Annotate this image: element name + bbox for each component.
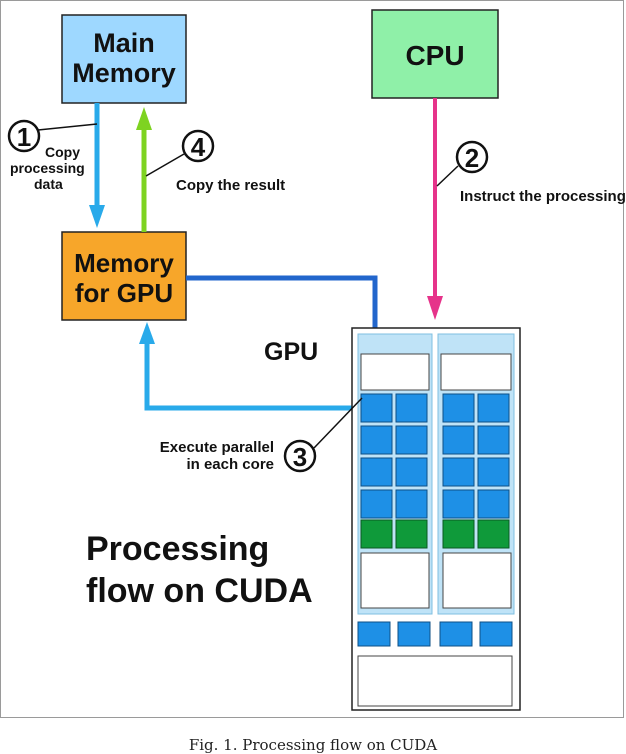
core [395,457,428,487]
step-4-number: 4 [191,132,206,162]
instruct-arrow [427,98,443,320]
core [477,425,510,455]
main-memory-label-1: Main [93,28,155,58]
core [477,457,510,487]
step-3-line-1: Execute parallel [160,439,274,456]
step-1-line-2: processing [10,160,85,176]
copy-result-arrow [136,107,152,232]
figure-caption: Fig. 1. Processing flow on CUDA [188,736,438,754]
diagram-title-line-2: flow on CUDA [86,572,313,610]
core [442,489,475,519]
gpu-label: GPU [264,338,318,366]
step-3-number: 3 [293,442,307,472]
gpu-chip [351,327,521,711]
main-memory-label-2: Memory [72,58,176,88]
core [477,489,510,519]
gpu-memory-label-2: for GPU [75,278,173,308]
cpu-label: CPU [405,40,464,71]
step-2: 2 Instruct the processing [436,140,626,205]
core [360,489,393,519]
step-1-line-3: data [34,176,63,192]
gpu-memory-label-1: Memory [74,248,174,278]
copy-data-arrow [89,103,105,228]
step-3-line-2: in each core [186,456,274,473]
step-2-text: Instruct the processing [460,188,626,205]
core [395,489,428,519]
special-unit [360,519,393,549]
step-1: 1 Copy processing data [7,119,98,192]
core [477,393,510,423]
gpu-memory-box: Memory for GPU [61,231,187,321]
core [360,393,393,423]
core [395,425,428,455]
special-unit [477,519,510,549]
step-1-number: 1 [17,122,31,152]
step-4-text: Copy the result [176,177,285,194]
core [442,393,475,423]
core [442,457,475,487]
core [442,425,475,455]
main-memory-box: Main Memory [61,14,187,104]
step-4: 4 Copy the result [145,129,285,194]
special-unit [442,519,475,549]
step-2-number: 2 [465,143,479,173]
cpu-box: CPU [371,9,499,99]
return-arrow [139,322,360,411]
step-3: 3 Execute parallel in each core [160,397,363,473]
diagram-title-line-1: Processing [86,530,269,568]
core [360,425,393,455]
special-unit [395,519,428,549]
core [360,457,393,487]
step-1-line-1: Copy [45,144,80,160]
core [395,393,428,423]
